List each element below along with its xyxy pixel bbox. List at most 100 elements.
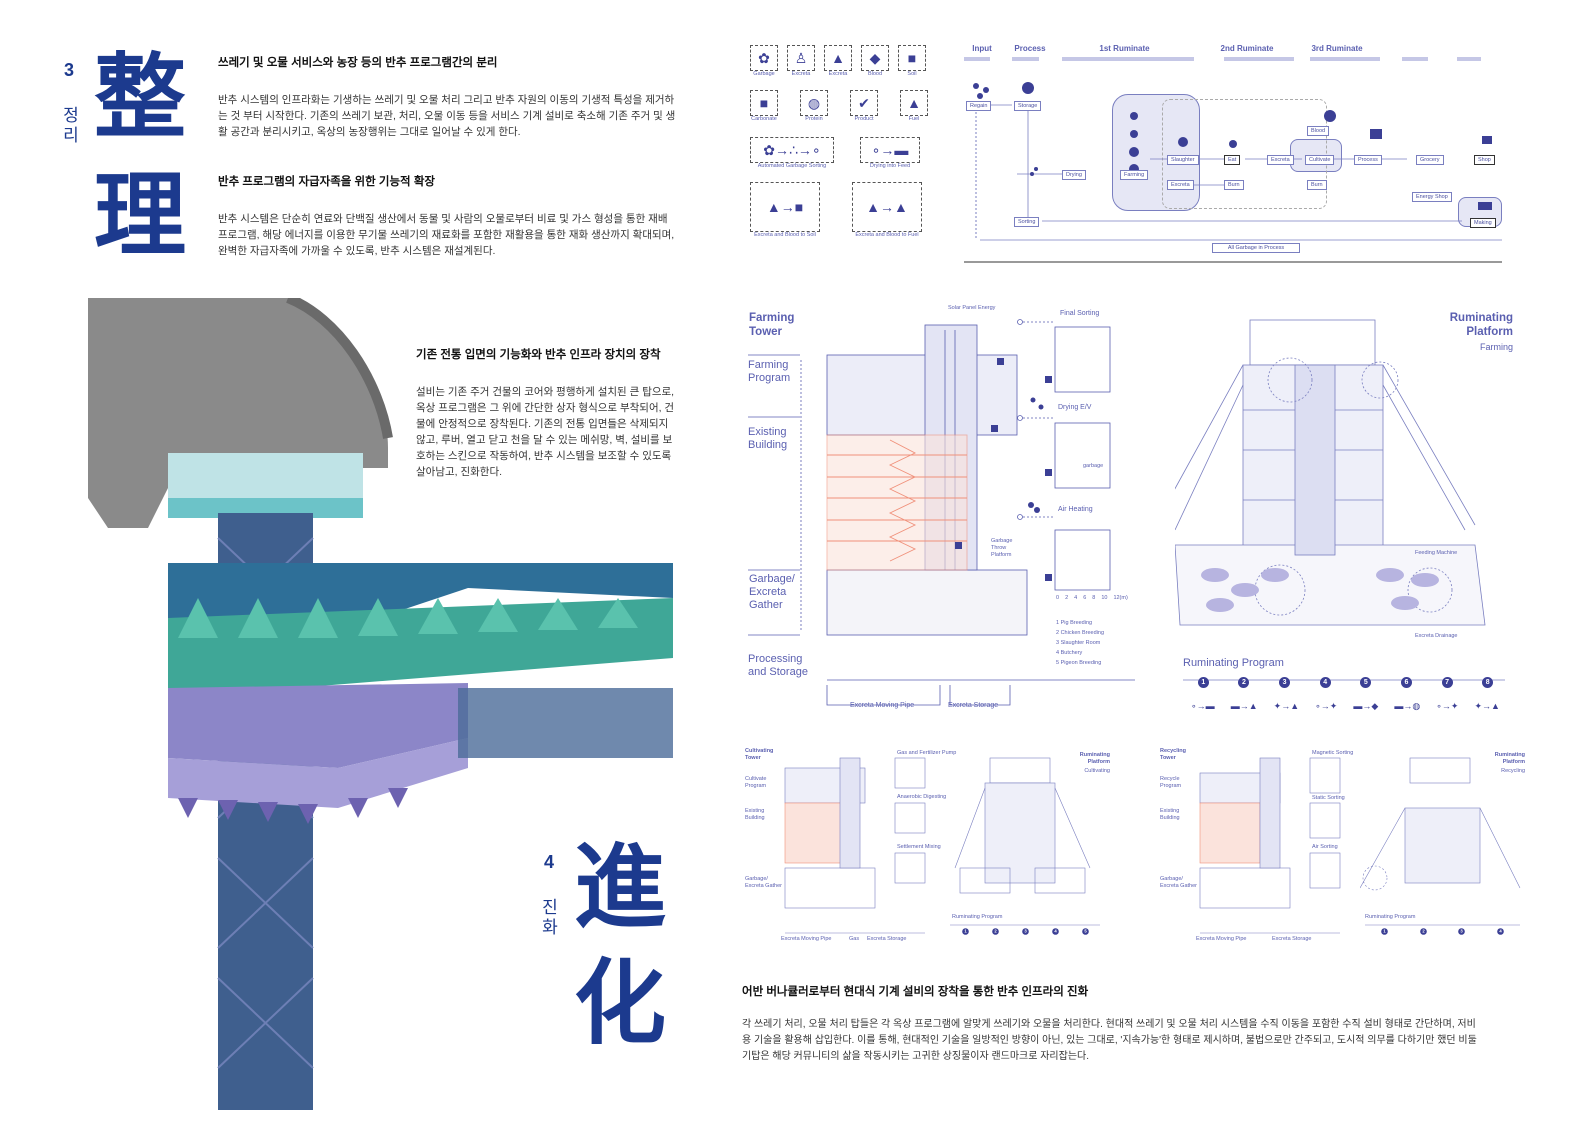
step-marker: 3 [1279,677,1291,688]
detail-label: Air Sorting [1312,844,1338,850]
ruminate-flow-diagram: Input Process 1st Ruminate 2nd Ruminate … [962,44,1507,269]
flow-node-eat: Eat [1224,155,1241,165]
drawing-title: Ruminating Platform [1494,752,1525,765]
bottom-label: Excreta Moving Pipe [850,702,915,709]
blood-icon: ◆ [861,45,889,71]
column-header: 1st Ruminate [1099,44,1150,53]
excreta-to-soil-icon: ▲→■ [750,182,820,232]
product-icon: ✔ [850,90,878,116]
ruminating-platform-drawing: Ruminating Platform Farming Feeding Mach… [1175,305,1515,715]
zone-label: Recycle Program [1160,776,1182,789]
block-heading: 기존 전통 입면의 기능화와 반추 인프라 장치의 장착 [416,349,661,361]
detail-label: Gas and Fertilizer Pump [897,750,957,756]
text-block-facade: 기존 전통 입면의 기능화와 반추 인프라 장치의 장착 설비는 기존 주거 건… [416,346,686,480]
paragraph-line: 살아남고, 진화한다. [416,466,503,478]
block-heading: 어반 버나큘러로부터 현대식 기계 설비의 장착을 통한 반추 인프라의 진화 [742,986,1089,998]
bottom-label: Excreta Storage [948,702,999,709]
text-block-evolution: 어반 버나큘러로부터 현대식 기계 설비의 장착을 통한 반추 인프라의 진화 … [742,983,1542,1065]
protein-icon: ◍ [800,90,828,116]
paragraph-line: 용 기술을 활용해 삽입한다. 이를 통해, 현대적인 기술을 일방적인 방향이… [742,1035,1477,1046]
paragraph-line: 옥상 프로그램은 그 위에 간단한 상자 형식으로 부착되어, 건 [416,402,675,414]
column-header: Input [972,44,992,53]
cultivating-tower-section: Cultivating Tower Cultivate Program Exis… [745,748,956,943]
zone-label: Garbage/ Excreta Gather [749,573,795,611]
process-label: Excreta and Blood to Fuel [855,232,919,238]
flow-node-excreta: Excreta [1167,180,1194,190]
hanja-char: 理 [94,162,187,269]
flow-node-burn: Burn [1224,180,1244,190]
garbage-sorting-icon: ✿→∴→∘ [750,137,834,163]
legend-item: ✿Garbage [750,45,778,78]
paragraph-line: 완벽한 자급자족에 가까울 수 있도록, 반추 시스템은 재설계된다. [218,245,496,257]
legend-item: ■Soil [898,45,926,78]
process-label: Excreta and Blood to Soil [754,232,816,238]
section-number: 4 [544,852,555,872]
zone-label: Farming Program [748,359,791,384]
drawing-title: Ruminating Platform [1079,752,1110,765]
legend-item: ◍Protein [800,90,828,123]
flow-node-making: Making [1470,218,1496,228]
step-marker: 3 [1458,928,1466,935]
recycling-tower-section: Recycling Tower Recycle Program Existing… [1160,748,1354,943]
zone-label: Existing Building [1160,808,1180,821]
bottom-label: Excreta Storage [1272,936,1312,942]
legend-item: ✔Product [850,90,878,123]
column-header: 3rd Ruminate [1311,44,1363,53]
excreta-drainage-label: Excreta Drainage [1415,633,1458,639]
paragraph-line: 반추 시스템의 인프라화는 기생하는 쓰레기 및 오물 처리 그리고 반추 자원… [218,94,675,106]
hanja-char: 進 [574,834,667,941]
process-label: Automated Garbage Sorting [757,163,827,169]
legend-item: ♙Excreta [787,45,815,78]
step-marker: 6 [1400,677,1412,688]
paragraph-line: 기탑은 해당 커뮤니티의 삶을 작동시키는 고귀한 상징물이자 랜드마크로 자리… [742,1051,1090,1062]
detail-label: Final Sorting [1060,310,1100,317]
flow-node-slaughter: Slaughter [1167,155,1199,165]
soil-icon: ■ [898,45,926,71]
flow-node-process: Process [1354,155,1382,165]
flow-node-cultivate: Cultivate [1305,155,1335,165]
program-title: Ruminating Program [1183,657,1284,669]
lower-deck [168,683,468,768]
step-marker: 2 [1419,928,1427,935]
bottom-label: Excreta Moving Pipe [1196,936,1247,942]
step-marker: 2 [991,928,999,935]
drawing-title: Farming Tower [749,312,795,338]
zone-label: Existing Building [745,808,765,821]
cultivating-platform-drawing: Ruminating Platform Cultivating Ruminati… [950,748,1110,943]
drawing-title: Recycling Tower [1160,748,1186,761]
zone-label: Existing Building [748,426,788,451]
program-icons: ∘→▬▬→▲✦→▲∘→✦▬→◆▬→◍∘→✦✦→▲ [1191,701,1500,711]
step-marker: 5 [1360,677,1372,688]
detail-label: Magnetic Sorting [1312,750,1354,756]
excreta-to-fuel-icon: ▲→▲ [852,182,922,232]
step-marker: 1 [1197,677,1209,688]
legend-item: ◆Blood [861,45,889,78]
step-marker: 4 [1319,677,1331,688]
detail-label: Anaerobic Digesting [897,794,947,800]
flow-node-all-garbage: All Garbage in Process [1212,243,1300,253]
drawing-title: Cultivating Tower [745,748,774,761]
paragraph-line: 호하는 스킨으로 작동하여, 반추 시스템을 보조할 수 있도록 [416,450,672,462]
flow-node-grocery: Grocery [1416,155,1444,165]
zone-label: Garbage/ Excreta Gather [745,876,782,889]
step-marker: 2 [1238,677,1250,688]
paragraph-line: 물에 안정적으로 장착된다. 기존의 전통 입면들은 삭제되지 [416,418,669,430]
throw-platform-label: Garbage Throw Platform [991,538,1013,558]
step-marker: 3 [1021,928,1029,935]
paragraph-line: 각 쓰레기 처리, 오물 처리 탑들은 각 옥상 프로그램에 알맞게 쓰레기와 … [742,1019,1476,1030]
paragraph-line: 않고, 루버, 열고 닫고 천을 달 수 있는 메쉬망, 벽, 설비를 보 [416,434,673,446]
program-title: Ruminating Program [952,914,1003,920]
paragraph-line: 는 것 부터 시작한다. 기존의 쓰레기 보관, 처리, 오물 이동 등을 서비… [218,110,676,122]
legend-item: ▲Excreta [824,45,852,78]
column-header: Process [1014,44,1046,53]
fuel-icon: ▲ [900,90,928,116]
section-number: 3 [64,60,75,80]
zone-label: Processing and Storage [748,653,808,678]
detail-label: Air Heating [1058,506,1093,513]
detail-label: Drying E/V [1058,404,1092,411]
column-header: 2nd Ruminate [1220,44,1274,53]
zone-label: Cultivate Program [745,776,767,789]
flow-node-energy-shop: Energy Shop [1412,192,1452,202]
